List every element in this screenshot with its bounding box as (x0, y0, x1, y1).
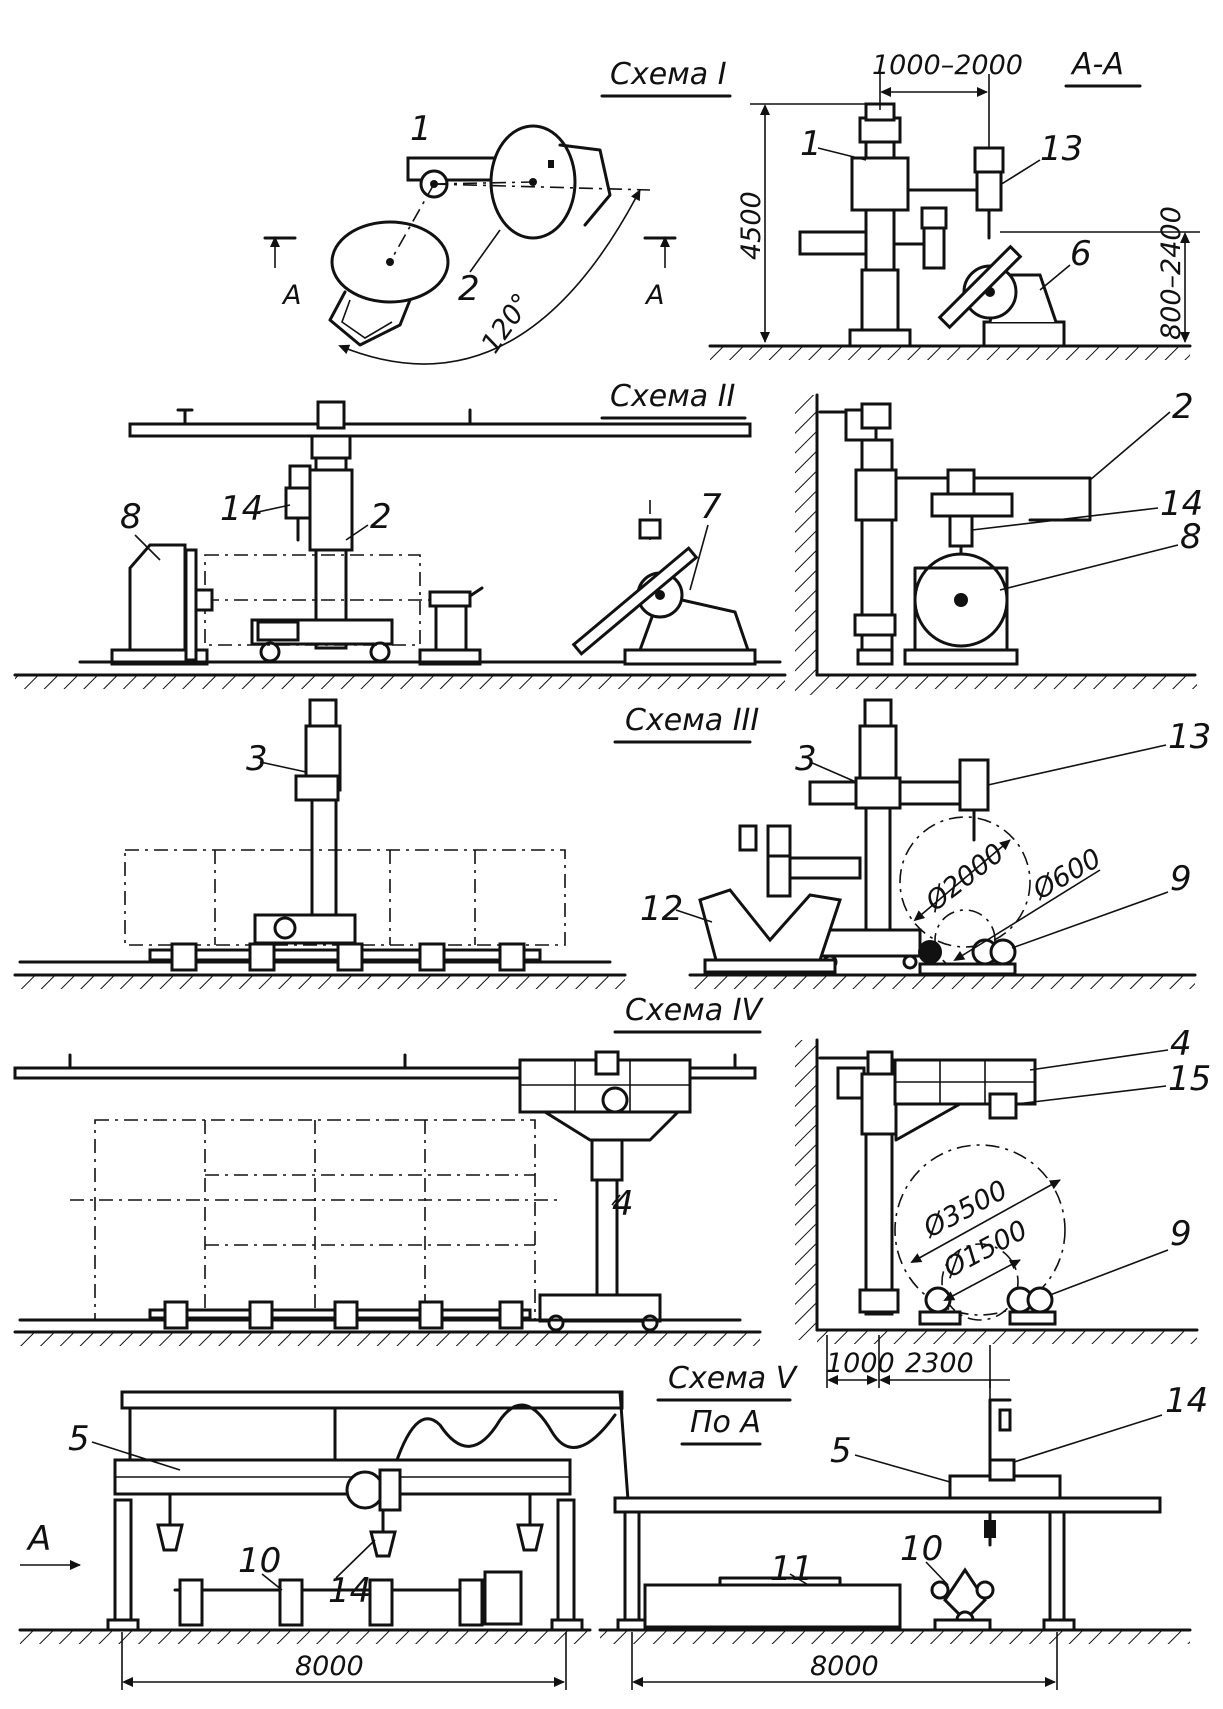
callout-15: 15 (1168, 1059, 1211, 1099)
scheme-5-side-view (598, 1398, 1192, 1690)
dim-span-right: 8000 (810, 1651, 879, 1682)
callout-2: 2 (458, 269, 480, 309)
scheme-2-end-view (795, 393, 1197, 695)
caption-scheme-5: Схема V (668, 1361, 799, 1396)
callout-13-section: 13 (1040, 129, 1083, 169)
dim-span-left: 8000 (295, 1651, 364, 1682)
dim-height-4500: 4500 (736, 191, 767, 260)
callout-8: 8 (120, 497, 142, 537)
callout-9: 9 (1170, 859, 1192, 899)
dim-height-range: 800–2400 (1156, 206, 1187, 340)
callout-10: 10 (238, 1541, 281, 1581)
callout-1: 1 (410, 109, 432, 149)
callout-13-scheme3: 13 (1168, 717, 1211, 757)
dim-2300: 2300 (905, 1348, 974, 1379)
callout-3-end: 3 (795, 739, 817, 779)
dim-1000: 1000 (826, 1348, 895, 1379)
callout-7: 7 (700, 487, 722, 527)
callout-5: 5 (68, 1419, 90, 1459)
callout-1-section: 1 (800, 124, 822, 164)
callout-14-scheme5: 14 (328, 1571, 371, 1611)
arrow-a-label: А (26, 1519, 51, 1559)
section-aa-view (708, 74, 1200, 360)
callout-8-end: 8 (1180, 517, 1202, 557)
callout-2-end: 2 (1172, 387, 1194, 427)
section-mark-right: А (644, 280, 664, 311)
dim-dia-600: Ø600 (1027, 843, 1106, 907)
caption-section-aa: А-А (1070, 47, 1124, 82)
angle-label: 120° (475, 288, 538, 359)
scheme-4-end-view (795, 1038, 1199, 1420)
callout-14-scheme2: 14 (220, 489, 263, 529)
callout-5-side: 5 (830, 1431, 852, 1471)
scheme-3-side-view (13, 698, 627, 989)
callout-14-end: 14 (1160, 484, 1203, 524)
scheme-1-plan (263, 124, 677, 365)
callout-4-end: 4 (1170, 1024, 1192, 1064)
callout-9-end: 9 (1170, 1214, 1192, 1254)
callout-3: 3 (246, 739, 268, 779)
caption-scheme-3: Схема III (625, 703, 759, 738)
scheme-2-side-view (13, 400, 787, 689)
callout-6: 6 (1070, 234, 1092, 274)
callout-14-side: 14 (1165, 1381, 1208, 1421)
dim-boom-reach: 1000–2000 (872, 50, 1023, 81)
caption-view-a: По А (690, 1405, 761, 1440)
scheme-3-end-view (688, 698, 1197, 989)
caption-scheme-1: Схема I (610, 57, 727, 92)
callout-12: 12 (640, 889, 683, 929)
caption-scheme-2: Схема II (610, 379, 736, 414)
scheme-4-side-view (13, 1050, 762, 1346)
callout-4: 4 (612, 1184, 634, 1224)
callout-10-side: 10 (900, 1529, 943, 1569)
scheme-5-front-view (18, 1390, 630, 1690)
callout-11: 11 (770, 1549, 813, 1589)
dim-dia-2000: Ø2000 (919, 838, 1010, 918)
callout-2-scheme2: 2 (370, 497, 392, 537)
section-mark-left: А (281, 280, 301, 311)
caption-scheme-4: Схема IV (625, 993, 765, 1028)
